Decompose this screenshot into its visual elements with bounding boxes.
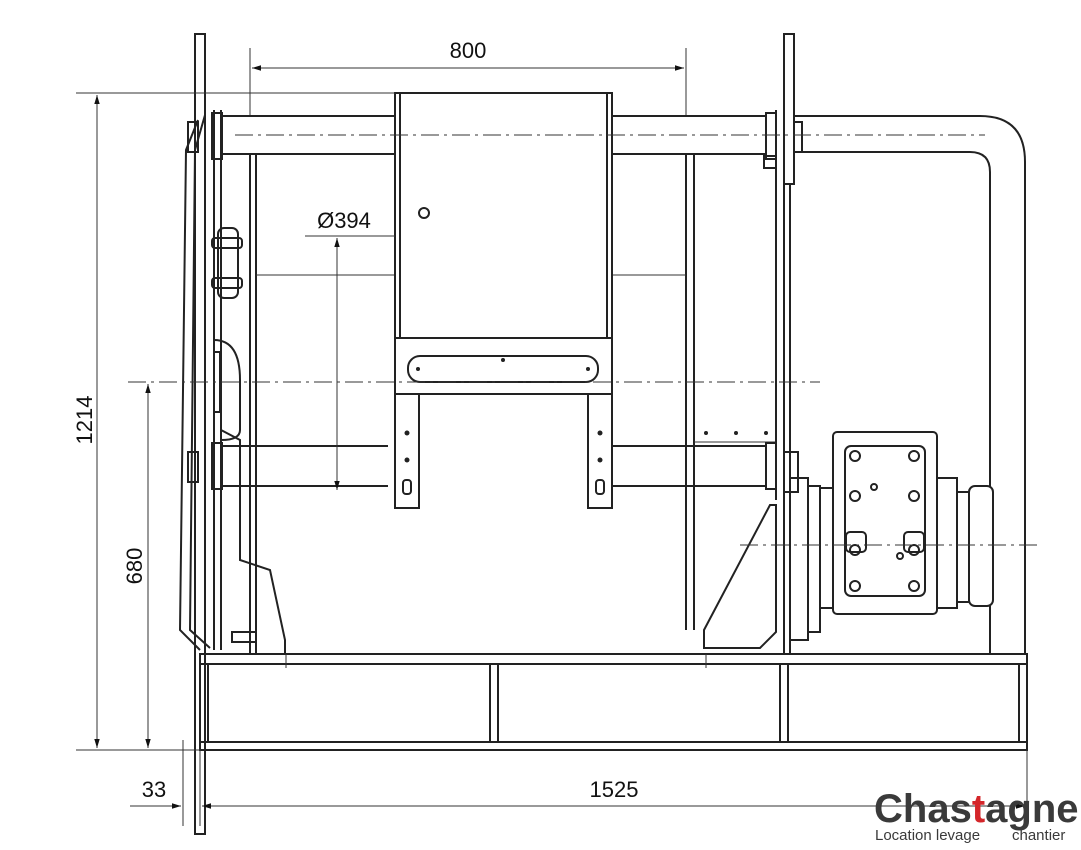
svg-text:Chastagner: Chastagner — [874, 787, 1081, 831]
dim-base-length: 1525 — [590, 777, 639, 802]
logo-tagline-2: chantier — [1012, 827, 1065, 844]
logo-tagline: Location levage — [875, 827, 980, 844]
dim-axis-height: 680 — [122, 548, 147, 585]
logo-brand-part1: Chas — [874, 787, 972, 831]
motor-gearbox — [819, 431, 994, 615]
chastagner-logo: Chastagner Location levage chantier — [874, 787, 1081, 844]
dimension-lines — [76, 48, 1028, 826]
dim-offset: 33 — [142, 777, 166, 802]
base-frame — [199, 653, 1028, 751]
dim-overall-height: 1214 — [72, 396, 97, 445]
logo-brand-accent: t — [972, 787, 985, 831]
lower-tube — [187, 442, 765, 490]
dim-top-width: 800 — [450, 38, 487, 63]
centre-lines — [128, 134, 1040, 546]
logo-brand-part2: agner — [985, 787, 1081, 831]
drum — [249, 154, 775, 654]
right-side-plate — [703, 33, 821, 654]
left-flange — [178, 33, 286, 835]
dim-drum-diameter: Ø394 — [317, 208, 371, 233]
control-box — [394, 92, 613, 509]
